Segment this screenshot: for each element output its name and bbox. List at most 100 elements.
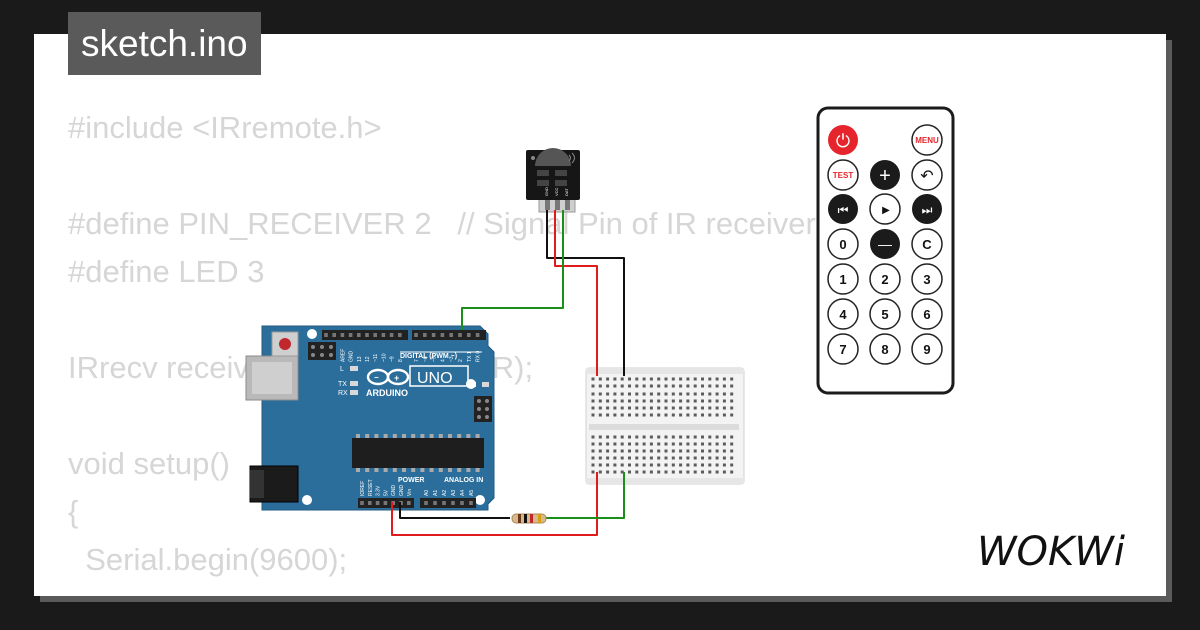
back-button[interactable]: ↶	[911, 159, 943, 191]
breadboard-hole	[642, 392, 646, 396]
clear-button[interactable]: C	[911, 228, 943, 260]
ir-pin-label: DAT	[564, 188, 569, 196]
breadboard-hole	[635, 470, 639, 474]
digit-button-circle[interactable]	[869, 263, 901, 295]
breadboard-hole	[693, 470, 697, 474]
breadboard-hole	[708, 442, 712, 446]
breadboard-hole	[730, 406, 734, 410]
digit-button-circle[interactable]	[911, 298, 943, 330]
prev-button[interactable]: ⏮	[828, 194, 858, 224]
digit-button-1[interactable]: 1	[827, 263, 859, 295]
digit-label: 7	[839, 342, 846, 357]
breadboard-hole	[708, 456, 712, 460]
breadboard-hole	[649, 406, 653, 410]
next-button[interactable]: ⏭	[912, 194, 942, 224]
digit-button-circle[interactable]	[827, 333, 859, 365]
header-pin	[442, 501, 446, 505]
breadboard-hole	[693, 456, 697, 460]
digit-button-9[interactable]: 9	[911, 333, 943, 365]
breadboard-hole	[613, 377, 617, 381]
breadboard-hole	[679, 392, 683, 396]
breadboard-hole	[715, 449, 719, 453]
breadboard-hole	[664, 456, 668, 460]
minus-button[interactable]: —	[870, 229, 900, 259]
breadboard-hole	[730, 377, 734, 381]
chip-leg	[475, 468, 480, 472]
breadboard-hole	[715, 399, 719, 403]
digit-button-6[interactable]: 6	[911, 298, 943, 330]
header-pin	[440, 333, 445, 337]
breadboard-hole	[606, 377, 610, 381]
breadboard-hole	[664, 435, 668, 439]
reset-button-cap[interactable]	[279, 338, 291, 350]
digit-button-circle[interactable]	[869, 298, 901, 330]
digit-button-circle[interactable]	[869, 333, 901, 365]
digit-button-circle[interactable]	[827, 263, 859, 295]
zero-button[interactable]: 0	[827, 228, 859, 260]
chip-leg	[466, 434, 471, 438]
digital-pin-label: 4	[440, 359, 446, 362]
header-pin	[360, 501, 364, 505]
breadboard-hole	[613, 470, 617, 474]
ir-receiver-module[interactable]: GND VCC DAT	[526, 148, 580, 213]
breadboard-hole	[642, 470, 646, 474]
breadboard-hole	[598, 442, 602, 446]
digit-button-3[interactable]: 3	[911, 263, 943, 295]
breadboard-hole	[635, 449, 639, 453]
breadboard-hole	[730, 449, 734, 453]
analog-pin-label: A1	[433, 490, 439, 496]
breadboard-hole	[628, 449, 631, 453]
wire-signal	[461, 210, 564, 330]
code-line: #include <IRremote.h>	[68, 110, 382, 145]
breadboard-hole	[722, 392, 726, 396]
breadboard-hole	[664, 384, 668, 388]
chip-leg	[392, 434, 397, 438]
breadboard-hole	[693, 399, 697, 403]
power-button[interactable]: ⏻	[828, 125, 858, 155]
breadboard-hole	[606, 435, 610, 439]
digit-button-circle[interactable]	[911, 333, 943, 365]
header-pin	[381, 333, 386, 337]
test-button[interactable]: TEST	[827, 159, 859, 191]
breadboard[interactable]	[585, 367, 745, 485]
digit-button-7[interactable]: 7	[827, 333, 859, 365]
chip-leg	[457, 434, 462, 438]
breadboard-hole	[708, 392, 712, 396]
breadboard-hole	[591, 399, 595, 403]
digital-pin-label: ~5	[432, 356, 438, 362]
breadboard-hole	[657, 406, 661, 410]
breadboard-hole	[722, 449, 726, 453]
resistor-band	[538, 514, 541, 523]
breadboard-hole	[730, 413, 734, 417]
chip-leg	[420, 434, 425, 438]
digit-button-circle[interactable]	[827, 298, 859, 330]
breadboard-hole	[715, 406, 719, 410]
chip-leg	[466, 468, 471, 472]
digit-button-8[interactable]: 8	[869, 333, 901, 365]
digit-button-5[interactable]: 5	[869, 298, 901, 330]
plus-button[interactable]: +	[870, 160, 900, 190]
resistor[interactable]	[511, 513, 547, 524]
breadboard-hole	[657, 470, 661, 474]
menu-button[interactable]: MENU	[911, 124, 943, 156]
breadboard-hole	[620, 456, 624, 460]
digit-button-2[interactable]: 2	[869, 263, 901, 295]
led-on-label: ON	[466, 382, 477, 389]
icsp-pins	[311, 345, 333, 357]
breadboard-hole	[664, 470, 668, 474]
breadboard-hole	[606, 449, 610, 453]
breadboard-hole	[679, 449, 683, 453]
breadboard-hole	[591, 406, 595, 410]
play-button[interactable]: ▶	[869, 193, 901, 225]
chip-leg	[475, 434, 480, 438]
led-tx-label: TX	[338, 381, 347, 388]
ir-remote[interactable]: ⏻ MENU TEST + ↶ ⏮ ▶ ⏭	[816, 106, 955, 395]
digit-button-circle[interactable]	[911, 263, 943, 295]
digit-button-4[interactable]: 4	[827, 298, 859, 330]
breadboard-hole	[664, 413, 668, 417]
breadboard-hole	[657, 449, 661, 453]
file-tab[interactable]: sketch.ino	[68, 12, 261, 75]
code-line: #define LED 3	[68, 254, 265, 289]
header-pin	[373, 333, 377, 337]
